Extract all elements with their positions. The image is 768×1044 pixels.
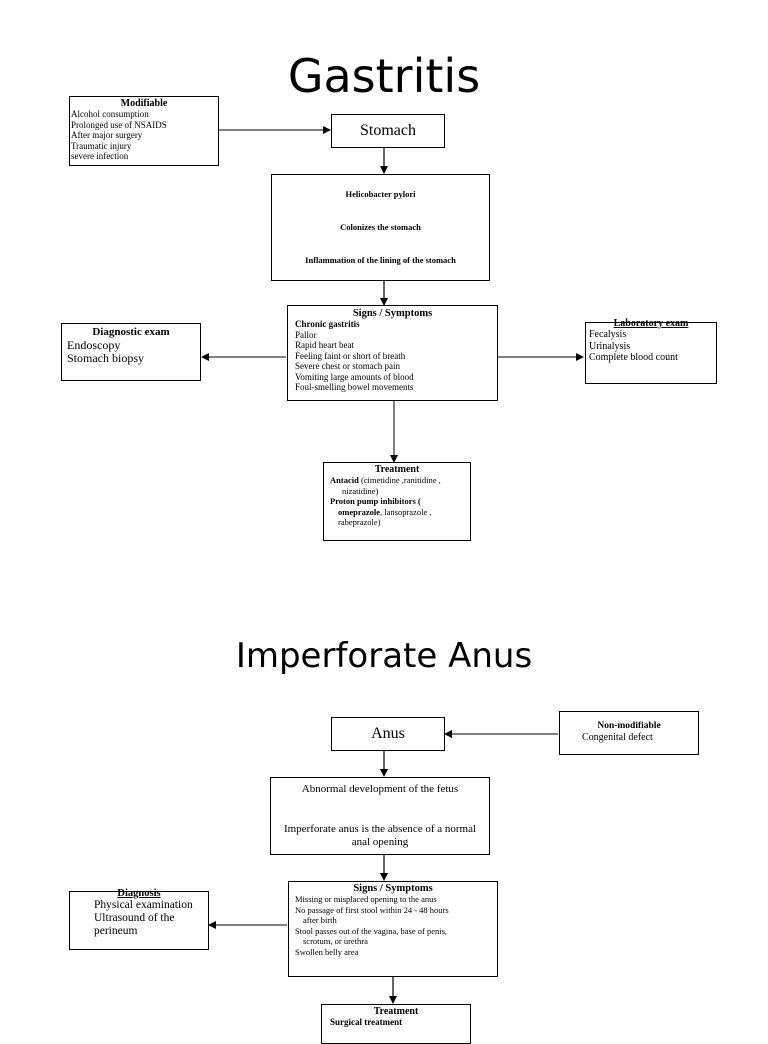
nonmodifiable-box: Non-modifiable Congenital defect: [559, 711, 699, 755]
treatment-ppi: Proton pump inhibitors (: [330, 496, 421, 506]
modifiable-item: Alcohol consumption: [71, 109, 149, 119]
flow-step-absence: Imperforate anus is the absence of a nor…: [283, 823, 477, 848]
flow-step-inflammation: Inflammation of the lining of the stomac…: [305, 255, 456, 265]
nonmodifiable-header: Non-modifiable: [597, 721, 661, 731]
laboratory-item: Urinalysis: [589, 340, 631, 352]
anus-box: Anus: [331, 717, 445, 751]
treatment2-header: Treatment: [373, 1006, 419, 1017]
diagnostic-item: Stomach biopsy: [67, 351, 144, 365]
treatment-box-2: Treatment Surgical treatment: [321, 1004, 471, 1044]
laboratory-item: Fecalysis: [589, 329, 627, 340]
treatment-box: Treatment Antacid (cimetidine ,ranitidin…: [323, 462, 471, 541]
laboratory-header: Laboratory exam: [613, 318, 689, 329]
anus-label: Anus: [371, 725, 405, 742]
signs2-item: Stool passes out of the vagina, base of …: [295, 925, 448, 936]
signs2-header: Signs / Symptoms: [353, 883, 433, 894]
signs-item: Foul-smelling bowel movements: [295, 382, 414, 392]
modifiable-item: Prolonged use of NSAIDS: [71, 119, 167, 130]
signs2-item: after birth: [303, 915, 337, 925]
flow-step-helicobacter: Helicobacter pylori: [345, 189, 416, 199]
treatment-omeprazole: omeprazole: [338, 506, 381, 517]
flow-step-abnormal: Abnormal development of the fetus: [301, 783, 459, 795]
treatment-ppi-drugs-cont: rabeprazole): [338, 517, 381, 527]
imperforate-title: Imperforate Anus: [235, 636, 533, 676]
signs-header: Signs / Symptoms: [352, 308, 433, 319]
modifiable-header: Modifiable: [120, 98, 168, 109]
pathophysiology-box: Helicobacter pylori Colonizes the stomac…: [271, 174, 490, 281]
modifiable-item: severe infection: [71, 151, 129, 161]
signs-item: Rapid heart beat: [295, 340, 354, 350]
stomach-box: Stomach: [331, 114, 445, 148]
treatment-ppi-drugs: , lansoprazole ,: [380, 506, 432, 517]
diagnosis-header: Diagnosis: [117, 888, 161, 899]
signs2-item: No passage of first stool within 24 - 48…: [295, 904, 449, 915]
modifiable-item: After major surgery: [71, 130, 143, 140]
treatment-antacid-drugs: (cimetidine ,ranitidine ,: [358, 475, 441, 485]
signs-item: Feeling faint or short of breath: [295, 350, 406, 361]
signs-subheader: Chronic gastritis: [295, 319, 360, 329]
flow-step-colonizes: Colonizes the stomach: [340, 222, 421, 232]
treatment-header: Treatment: [374, 464, 420, 475]
signs-item: Severe chest or stomach pain: [295, 361, 400, 371]
development-box: Abnormal development of the fetus Imperf…: [270, 777, 490, 855]
laboratory-item: Complete blood count: [589, 352, 678, 363]
diagnosis-item: Physical examination: [94, 899, 193, 911]
diagnosis-item: perineum: [94, 925, 138, 937]
gastritis-title: Gastritis: [287, 49, 481, 103]
diagnostic-exam-box: Diagnostic exam Endoscopy Stomach biopsy: [61, 323, 201, 381]
diagnostic-header: Diagnostic exam: [92, 326, 170, 338]
signs-item: Vomiting large amounts of blood: [295, 371, 414, 382]
signs-symptoms-box: Signs / Symptoms Chronic gastritis Pallo…: [287, 305, 498, 401]
treatment-antacid-drugs-cont: nizatidine): [342, 485, 379, 496]
diagnostic-item: Endoscopy: [67, 338, 121, 352]
modifiable-box: Modifiable Alcohol consumption Prolonged…: [69, 96, 219, 166]
treatment2-surgical: Surgical treatment: [330, 1017, 403, 1027]
signs2-item: Missing or misplaced opening to the anus: [295, 894, 437, 904]
nonmodifiable-item: Congenital defect: [582, 732, 653, 743]
signs-item: Pallor: [295, 329, 317, 340]
signs-symptoms-box-2: Signs / Symptoms Missing or misplaced op…: [288, 881, 498, 977]
stomach-label: Stomach: [360, 122, 416, 139]
signs2-item: Swollen belly area: [295, 946, 359, 957]
signs2-item: scrotum, or urethra: [303, 936, 368, 946]
laboratory-exam-box: Laboratory exam Fecalysis Urinalysis Com…: [585, 318, 717, 384]
treatment-antacid: Antacid: [330, 475, 359, 485]
diagnosis-box: Diagnosis Physical examination Ultrasoun…: [69, 888, 209, 950]
diagnosis-item: Ultrasound of the: [94, 912, 175, 924]
modifiable-item: Traumatic injury: [71, 140, 132, 151]
